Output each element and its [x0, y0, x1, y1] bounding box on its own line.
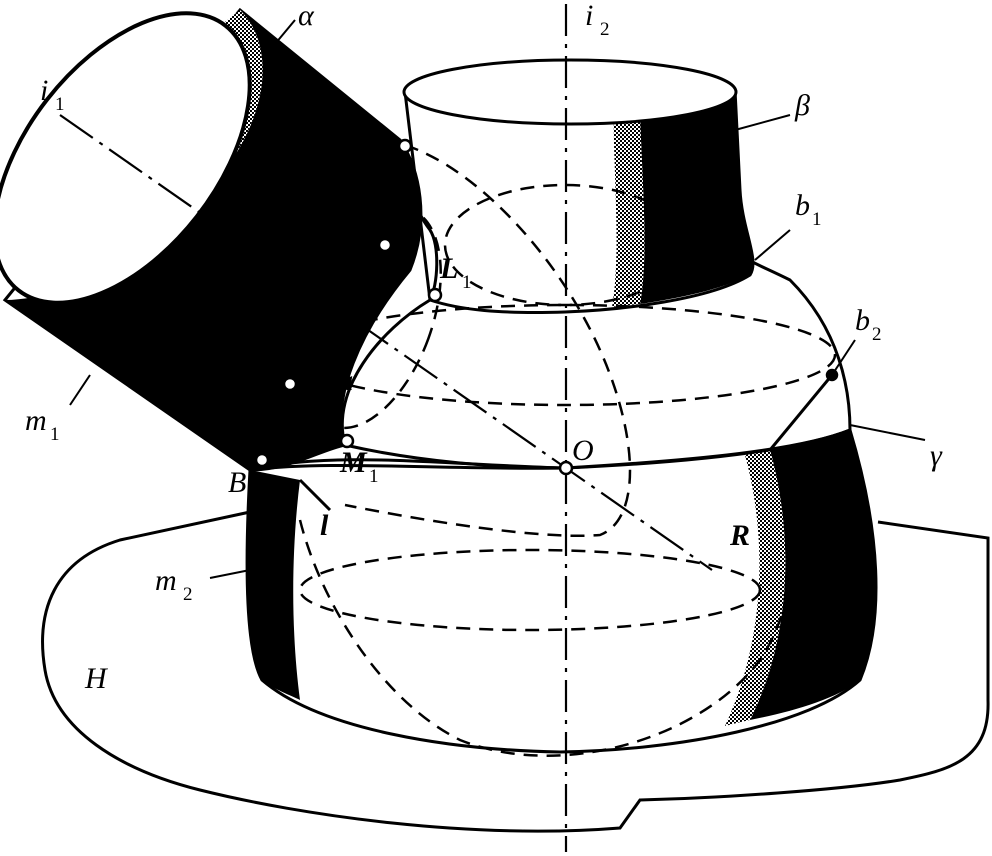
- leader-lines: [69, 19, 926, 579]
- point-a: [282, 376, 298, 392]
- cylinder-alpha-shade: [5, 10, 421, 470]
- label-m2-sub: 2: [183, 584, 193, 605]
- point-a-upper: [397, 138, 413, 154]
- axes: [59, 4, 713, 852]
- label-b: B: [228, 466, 246, 499]
- label-l2-sub: 2: [355, 216, 365, 237]
- label-a: a: [338, 364, 353, 397]
- lower-body-right-shade: [750, 430, 877, 720]
- point-l1: [427, 287, 443, 303]
- label-i2-sub: 2: [600, 19, 610, 40]
- point-m1: [339, 433, 355, 449]
- label-i2: i: [585, 0, 593, 32]
- label-r: R: [729, 519, 750, 552]
- cylinder-beta-dither: [612, 100, 645, 307]
- label-m1-point: M: [339, 446, 368, 479]
- label-a-upper: A: [363, 144, 385, 177]
- label-l1: L: [439, 252, 458, 285]
- label-b1: b: [795, 189, 810, 222]
- label-b2: b: [855, 304, 870, 337]
- lower-body-right-dither: [725, 450, 786, 726]
- label-m1-sub: 1: [50, 424, 60, 445]
- label-l2: L: [334, 196, 353, 229]
- label-l: l: [320, 509, 329, 542]
- points: [254, 138, 839, 476]
- point-o: [558, 460, 574, 476]
- point-l2: [377, 237, 393, 253]
- label-i1: i: [40, 74, 48, 107]
- lower-body-left-shade: [247, 470, 300, 700]
- label-l1-sub: 1: [462, 272, 472, 293]
- label-b2-sub: 2: [872, 324, 882, 345]
- label-o: O: [572, 434, 594, 467]
- axis-i1: [59, 114, 713, 571]
- cylinder-beta-right-shade: [640, 90, 754, 304]
- cylinder-beta-top-ellipse: [402, 58, 738, 126]
- hidden-lines: [293, 143, 837, 757]
- label-h: H: [84, 662, 109, 695]
- label-alpha: α: [298, 0, 315, 32]
- label-i1-sub: 1: [55, 94, 65, 115]
- label-beta: β: [794, 89, 810, 122]
- label-gamma: γ: [930, 439, 943, 472]
- label-m2: m: [155, 564, 177, 597]
- label-b1-sub: 1: [812, 209, 822, 230]
- point-b: [254, 452, 270, 468]
- label-m1: m: [25, 404, 47, 437]
- label-m1-point-sub: 1: [369, 466, 379, 487]
